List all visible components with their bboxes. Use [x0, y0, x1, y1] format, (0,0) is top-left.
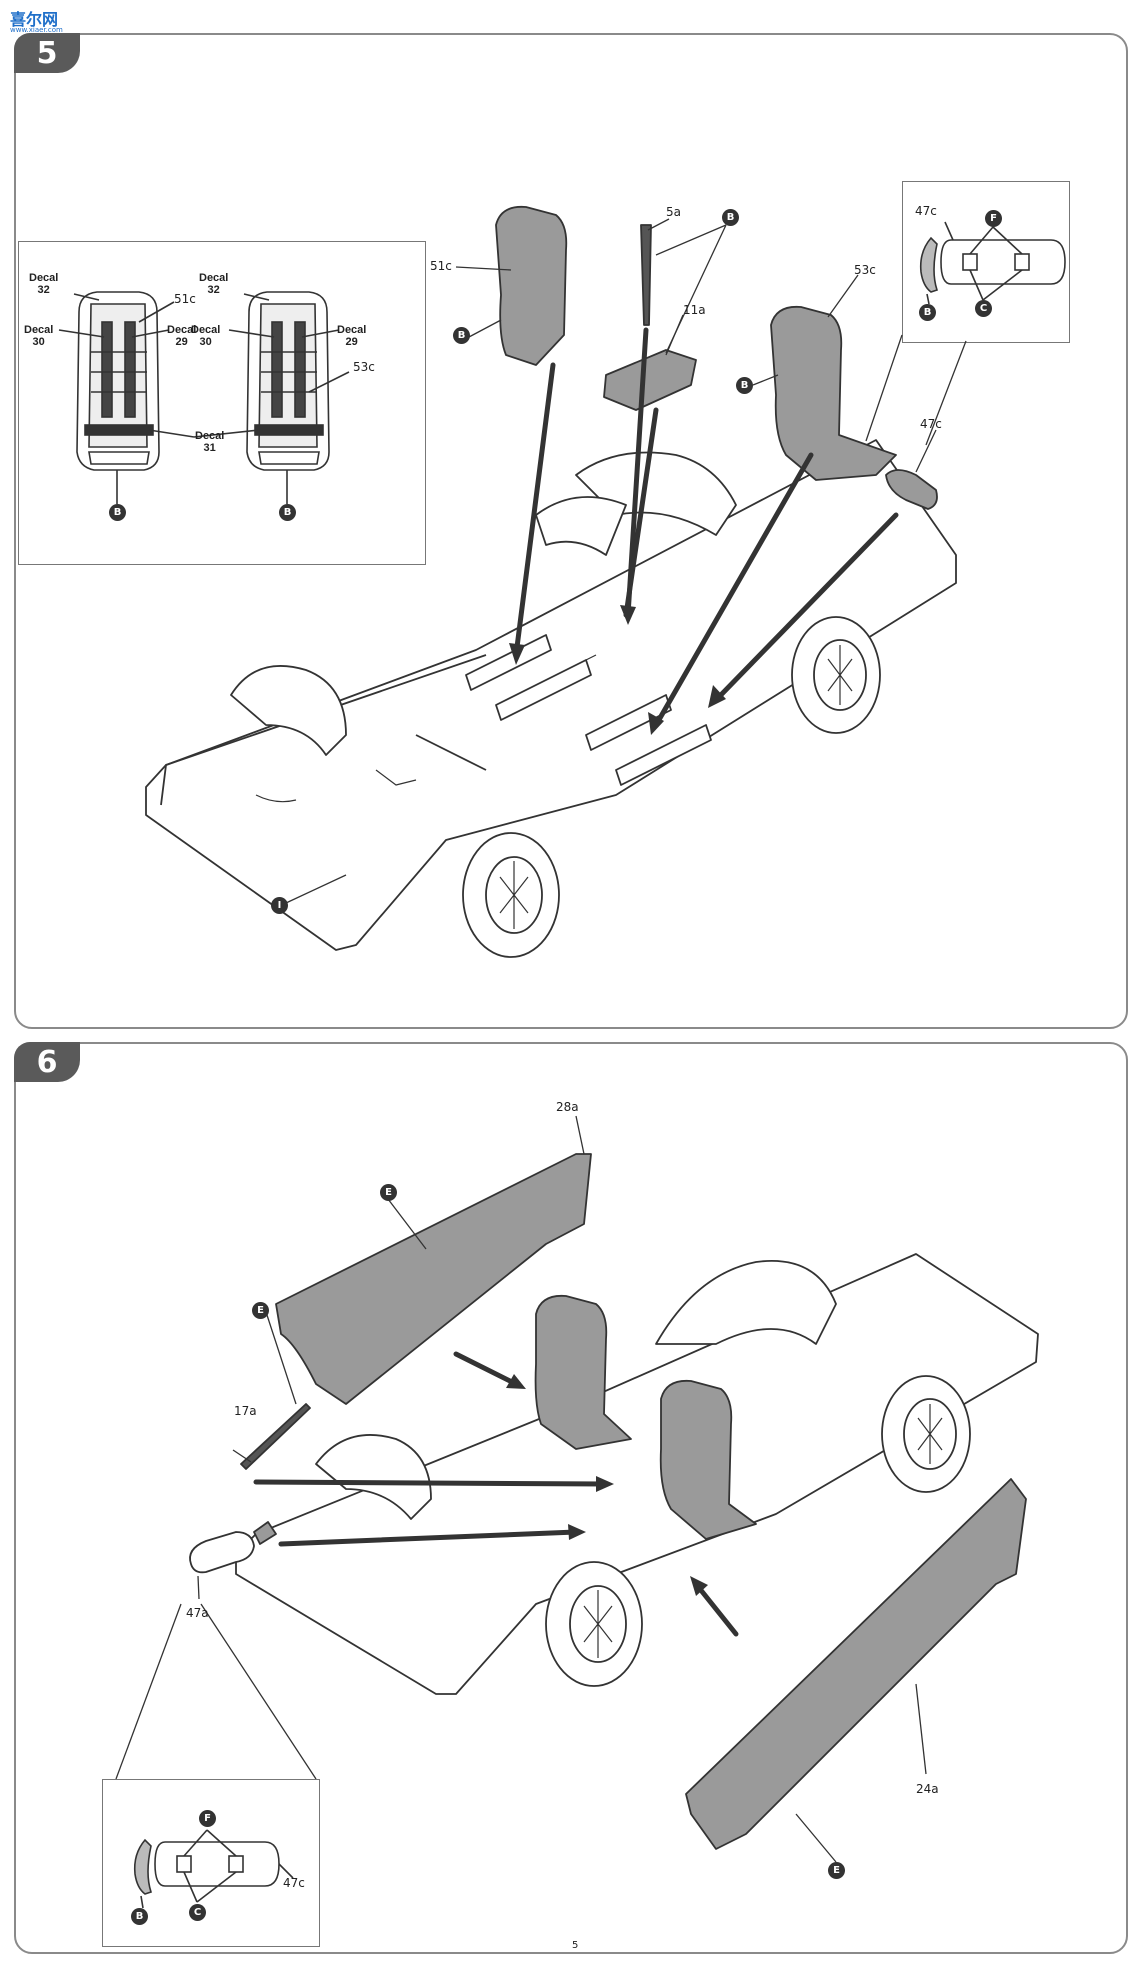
inset5-circle-c: C — [975, 300, 992, 317]
panel-28a-circle-e: E — [380, 1184, 397, 1201]
inset5-callout-lines — [865, 334, 967, 446]
step-6-panel: 6 — [14, 1042, 1128, 1954]
decal-word: Decal — [167, 324, 197, 336]
inset6-circle-c: C — [189, 1904, 206, 1921]
part-label-11a: 11a — [683, 303, 706, 317]
decal-word: Decal — [29, 272, 59, 284]
inset6-part-label: 47c — [283, 1876, 305, 1890]
extinguisher-detail-drawing — [919, 221, 1066, 305]
step-6-chassis-drawing — [115, 1115, 1039, 1863]
step-5-badge: 5 — [14, 33, 80, 73]
watermark-logo: 喜尔网 www.xiaer.com — [8, 4, 88, 34]
decal-number: 29 — [345, 336, 358, 348]
step-5-chassis-drawing — [145, 205, 957, 958]
inset5-circle-f: F — [985, 210, 1002, 227]
part-label-17a: 17a — [234, 1404, 257, 1418]
extinguisher-detail-drawing — [133, 1829, 294, 1909]
decal-word: Decal — [24, 324, 54, 336]
seat-decal-drawing — [58, 291, 350, 504]
step-6-badge: 6 — [14, 1042, 80, 1082]
part-label-24a: 24a — [916, 1782, 939, 1796]
decal-word: Decal — [199, 272, 229, 284]
extinguisher-inset-5: 47c F B C — [902, 181, 1070, 343]
left-seat-part-label: 51c — [174, 292, 196, 306]
decal-number: 30 — [32, 336, 45, 348]
part-label-51c: 51c — [430, 259, 452, 273]
part-label-5a: 5a — [666, 205, 681, 219]
decal-word: Decal — [191, 324, 221, 336]
inset5-circle-b: B — [919, 304, 936, 321]
chassis-circle-i: I — [271, 897, 288, 914]
part-label-47c: 47c — [920, 417, 942, 431]
inset5-part-label: 47c — [915, 204, 937, 218]
decal-number: 32 — [37, 284, 50, 296]
decal-number: 29 — [175, 336, 188, 348]
rod-circle-b: B — [722, 209, 739, 226]
part-label-53c: 53c — [854, 263, 876, 277]
decal-word: Decal — [195, 430, 225, 442]
right-seat-part-label: 53c — [353, 360, 375, 374]
decal-word: Decal — [337, 324, 367, 336]
part-label-28a: 28a — [556, 1100, 579, 1114]
decal-number: 30 — [199, 336, 212, 348]
decal-number: 31 — [203, 442, 216, 454]
inset-left-circle-b: B — [109, 504, 126, 521]
part-label-47a: 47a — [186, 1606, 209, 1620]
watermark-text: 喜尔网 — [10, 10, 59, 29]
page-number: 5 — [572, 1940, 579, 1951]
decal-number: 32 — [207, 284, 220, 296]
rod-circle-e: E — [252, 1302, 269, 1319]
inset6-circle-b: B — [131, 1908, 148, 1925]
inset6-circle-f: F — [199, 1810, 216, 1827]
extinguisher-inset-6: F B C 47c — [102, 1779, 320, 1947]
seat-51c-circle-b: B — [453, 327, 470, 344]
step-5-panel: 5 — [14, 33, 1128, 1029]
watermark-url: www.xiaer.com — [10, 26, 63, 34]
inset-right-circle-b: B — [279, 504, 296, 521]
seat-53c-circle-b: B — [736, 377, 753, 394]
panel-24a-circle-e: E — [828, 1862, 845, 1879]
